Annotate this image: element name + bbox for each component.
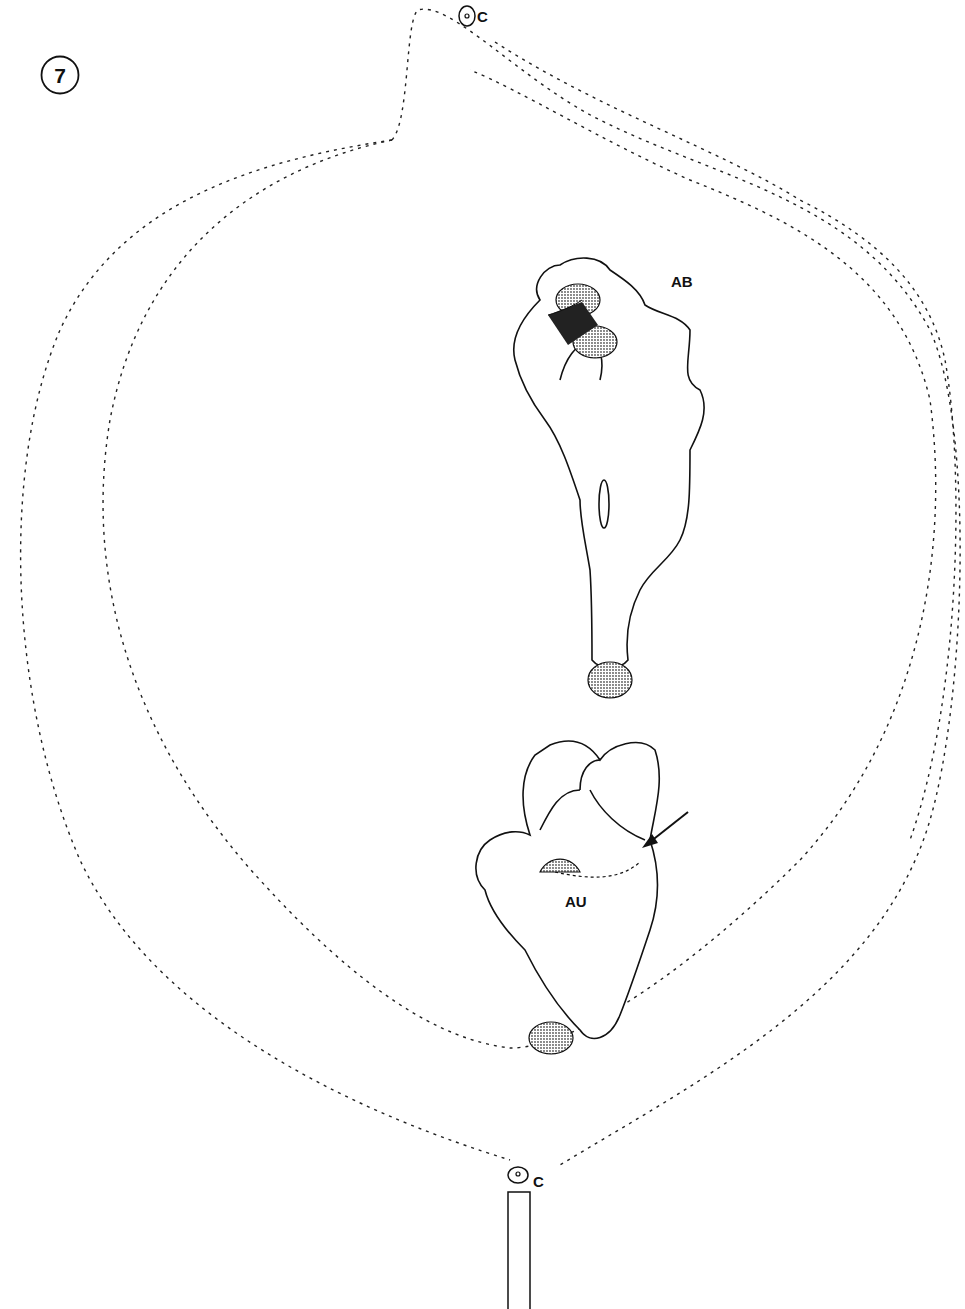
- chromosome-label: AB: [671, 274, 693, 289]
- figure-number-circle: 7: [40, 55, 80, 95]
- centriole-label: C: [533, 1174, 544, 1189]
- figure-number: 7: [40, 65, 80, 86]
- centriole-label: C: [477, 9, 488, 24]
- chromosome-label: AU: [565, 894, 587, 909]
